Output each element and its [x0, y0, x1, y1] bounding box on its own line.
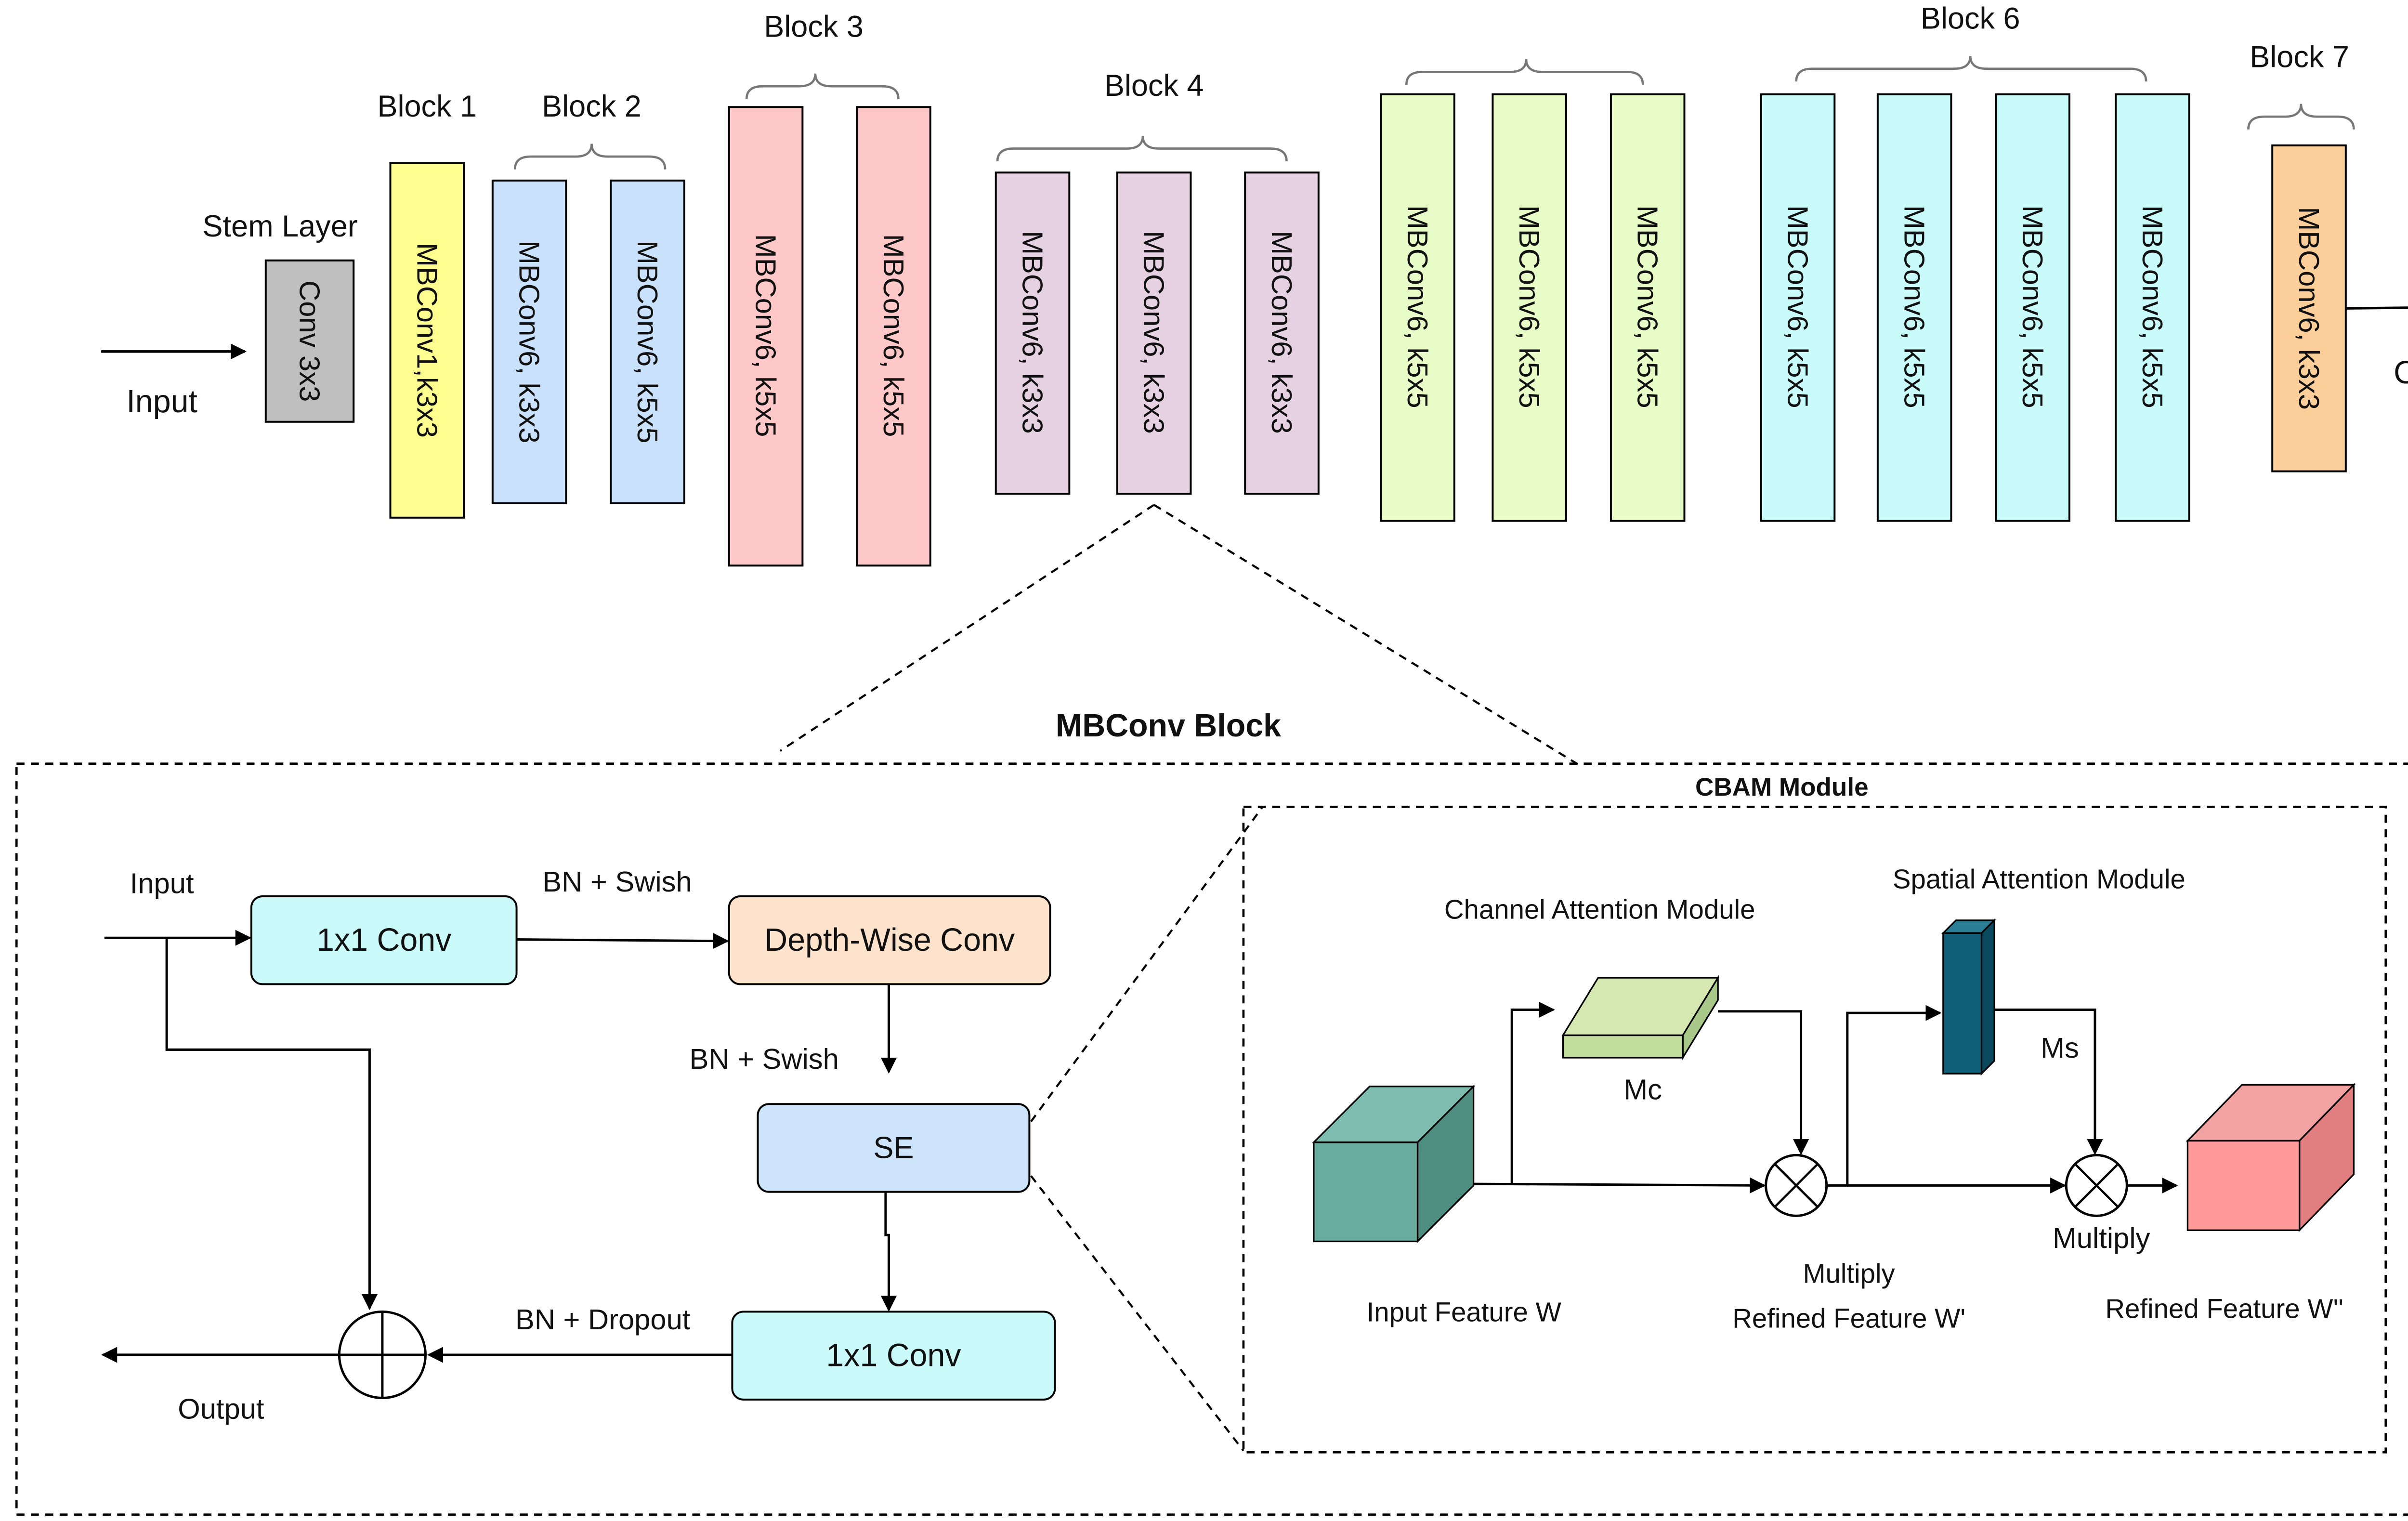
stem-layer-label: Stem Layer — [203, 210, 358, 243]
bn-swish-label-1: BN + Swish — [542, 865, 692, 898]
block-7-layer-1-label: MBConv6, k3x3 — [2293, 207, 2325, 410]
arrow-spatial-to-multiply-2 — [1994, 1008, 2103, 1155]
block-2-layer-2 — [610, 179, 685, 504]
block-4-layer-3-label: MBConv6, k3x3 — [1266, 231, 1298, 433]
block-2-label: Block 2 — [542, 90, 641, 123]
output-arrow — [2345, 306, 2408, 310]
block-5-layer-2 — [1492, 93, 1567, 522]
block-2-layer-1-label: MBConv6, k3x3 — [513, 240, 546, 443]
conv1x1-label-2: 1x1 Conv — [826, 1338, 961, 1374]
mbconv-title: MBConv Block — [1056, 708, 1281, 744]
block-1-label: Block 1 — [377, 90, 477, 123]
block-6-label: Block 6 — [1921, 2, 2020, 36]
block-6-layer-1 — [1760, 93, 1836, 522]
block-5-layer-1-label: MBConv6, k5x5 — [1401, 205, 1434, 408]
mbconv-input-label: Input — [130, 867, 194, 899]
block-5-layer-2-label: MBConv6, k5x5 — [1513, 205, 1545, 408]
block-4-layer-2-label: MBConv6, k3x3 — [1138, 231, 1170, 433]
multiply-label-2: Multiply — [2053, 1222, 2150, 1254]
zoom-line-right — [1153, 504, 1583, 768]
block-5-layer-3-label: MBConv6, k5x5 — [1632, 205, 1664, 408]
block-3-layer-1-label: MBConv6, k5x5 — [750, 234, 782, 437]
skip-connection-arrow — [165, 938, 378, 1311]
block-2-brace — [513, 144, 667, 170]
stem-conv-label: Conv 3x3 — [293, 280, 326, 402]
block-6-layer-2 — [1876, 93, 1952, 522]
block-6-layer-4 — [2115, 93, 2190, 522]
input-feature-label: Input Feature W — [1367, 1297, 1562, 1327]
spatial-attention-slab — [1941, 918, 1997, 1076]
arrow-input-to-channel — [1510, 1001, 1555, 1184]
zoom-line-cbam-top — [1030, 806, 1264, 1122]
block-4-brace — [996, 135, 1288, 162]
block-6-layer-3 — [1995, 93, 2070, 522]
block-4-layer-2 — [1116, 171, 1192, 495]
block-3-layer-1 — [728, 106, 804, 567]
arrow-se-to-conv2 — [880, 1192, 897, 1312]
block-3-label: Block 3 — [764, 10, 864, 43]
se-box — [757, 1103, 1031, 1193]
block-6-layer-4-label: MBConv6, k5x5 — [2136, 205, 2169, 408]
arrow-channel-to-multiply-1 — [1718, 1010, 1809, 1155]
mbconv-output-label: Output — [178, 1393, 264, 1425]
backbone: Input Stem Layer Conv 3x3 Block 1 MBConv… — [101, 2, 2408, 567]
block-1-layer-1-label: MBConv1,k3x3 — [411, 243, 443, 438]
refined-feature-1-label: Refined Feature W' — [1732, 1303, 1965, 1334]
se-label: SE — [873, 1131, 914, 1165]
arrow-input-to-multiply-1 — [1473, 1177, 1766, 1193]
zoom-line-cbam-bottom — [1030, 1175, 1244, 1452]
mc-label: Mc — [1623, 1073, 1662, 1105]
block-7-layer-1 — [2271, 144, 2347, 472]
block-5-brace — [1405, 59, 1644, 85]
refined-feature-2-label: Refined Feature W'' — [2105, 1294, 2343, 1324]
input-feature-cube — [1311, 1084, 1476, 1244]
block-6-layer-1-label: MBConv6, k5x5 — [1781, 205, 1814, 408]
block-4-layer-1 — [995, 171, 1071, 495]
output-label: Output — [2394, 355, 2408, 391]
bn-dropout-label: BN + Dropout — [515, 1303, 691, 1336]
block-5-layer-1 — [1380, 93, 1455, 522]
zoom-line-left — [779, 504, 1155, 752]
channel-attention-slab — [1561, 975, 1720, 1061]
multiply-label-1: Multiply — [1803, 1259, 1896, 1289]
ms-label: Ms — [2041, 1032, 2079, 1064]
block-7-brace — [2247, 104, 2355, 130]
block-6-layer-2-label: MBConv6, k5x5 — [1898, 205, 1931, 408]
cbam-module: CBAM Module Channel Attention Module Spa… — [1242, 773, 2387, 1454]
cbam-title: CBAM Module — [1695, 773, 1869, 801]
block-2-layer-1 — [491, 179, 567, 504]
block-3-layer-2 — [856, 106, 931, 567]
mbconv-block: MBConv Block Input 1x1 Conv BN + Swish D… — [15, 708, 2408, 1516]
spatial-attention-label: Spatial Attention Module — [1893, 864, 2186, 894]
dwconv-label: Depth-Wise Conv — [764, 922, 1015, 958]
block-5-layer-3 — [1610, 93, 1686, 522]
block-4-layer-3 — [1244, 171, 1320, 495]
block-7-label: Block 7 — [2250, 40, 2349, 74]
arrow-to-spatial — [1846, 1005, 1942, 1186]
block-3-layer-2-label: MBConv6, k5x5 — [877, 234, 910, 437]
input-label: Input — [126, 384, 197, 420]
mbconv-frame — [15, 762, 2408, 1516]
conv1x1-label-1: 1x1 Conv — [316, 922, 451, 958]
arrow-conv1-to-dwconv — [516, 933, 729, 949]
block-4-label: Block 4 — [1104, 69, 1204, 103]
block-6-layer-3-label: MBConv6, k5x5 — [2016, 205, 2049, 408]
block-3-brace — [745, 73, 900, 99]
block-1-layer-1 — [389, 162, 465, 519]
block-2-layer-2-label: MBConv6, k5x5 — [631, 240, 664, 443]
bn-swish-label-2: BN + Swish — [690, 1043, 839, 1075]
block-6-brace — [1795, 55, 2147, 82]
cbam-frame — [1242, 805, 2387, 1454]
stem-conv-box — [264, 259, 355, 423]
block-4-layer-1-label: MBConv6, k3x3 — [1017, 231, 1049, 433]
channel-attention-label: Channel Attention Module — [1444, 894, 1755, 924]
refined-feature-cube — [2186, 1083, 2356, 1233]
